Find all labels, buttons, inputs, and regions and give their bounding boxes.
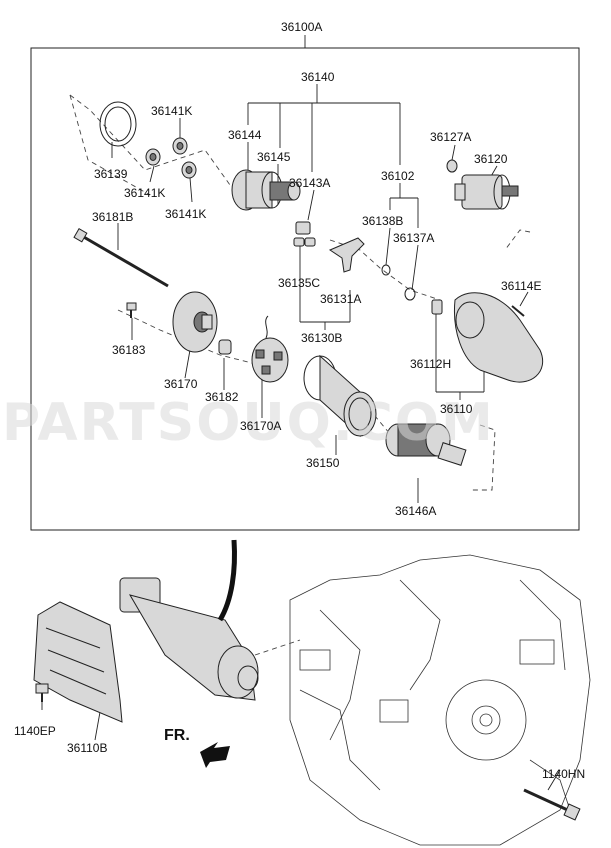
housing-36110 [431,292,544,383]
leader-lines [41,84,561,791]
label-1140HN: 1140HN [542,767,585,781]
label-36137A: 36137A [393,231,434,245]
callout-curve [217,539,237,622]
bushing-36182 [218,339,232,355]
pinion-parts-36143A [293,221,316,247]
rear-cover-36170 [172,291,218,353]
label-36181B: 36181B [92,210,133,224]
label-36112H: 36112H [410,357,451,371]
label-1140EP: 1140EP [14,724,56,738]
label-36140: 36140 [301,70,335,84]
screw-36183 [126,302,137,318]
shift-lever-36131A [328,237,365,273]
label-36141K-top: 36141K [151,104,192,118]
installed-starter [119,577,259,701]
label-36145: 36145 [257,150,291,164]
small-rings-36138B-36137A [381,264,416,301]
label-36110B: 36110B [67,741,107,755]
label-36150: 36150 [306,456,340,470]
label-36131A: 36131A [320,292,361,306]
label-36138B: 36138B [362,214,403,228]
label-36170A: 36170A [240,419,281,433]
label-36135C: 36135C [278,276,320,290]
bolt-1140EP [35,683,49,702]
label-36139: 36139 [94,167,128,181]
brush-holder-36170A [251,315,289,383]
watermark: PARTSOUQ.COM [2,393,495,453]
planet-gears-36141K [145,137,197,179]
drive-gear-assembly-36144 [231,169,301,211]
label-36141K-bot: 36141K [165,207,206,221]
o-ring-36139 [99,101,137,147]
direction-label: FR. [164,727,190,744]
label-36144: 36144 [228,128,262,142]
label-36182: 36182 [205,390,239,404]
label-36183: 36183 [112,343,146,357]
label-36110: 36110 [440,402,473,416]
label-36102: 36102 [381,169,415,183]
label-36170: 36170 [164,377,198,391]
label-36127A: 36127A [430,130,471,144]
label-36146A: 36146A [395,504,436,518]
label-assembly: 36100A [281,20,322,34]
solenoid-36120 [446,159,519,210]
armature-36146A [385,423,467,466]
label-36114E: 36114E [501,279,541,293]
yoke-36150 [303,354,377,438]
label-36120: 36120 [474,152,508,166]
engine-block [254,554,591,846]
label-36143A: 36143A [289,176,330,190]
label-36141K-mid: 36141K [124,186,165,200]
front-arrow [200,742,230,768]
bolt-1140HN [523,788,581,821]
heat-shield-36110B [33,601,123,723]
label-36130B: 36130B [301,331,342,345]
through-bolt-36181B [73,227,169,288]
